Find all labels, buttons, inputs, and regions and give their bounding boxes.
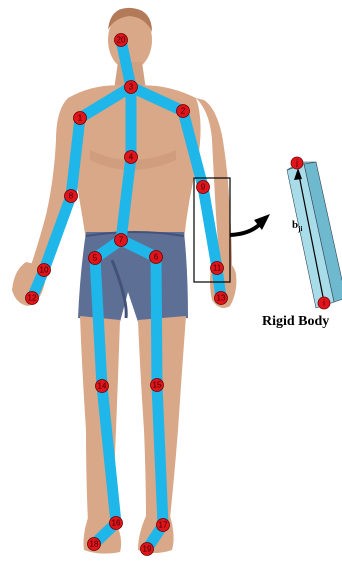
- joint-11-label: 11: [213, 264, 222, 273]
- joint-1-label: 1: [78, 114, 83, 123]
- joint-6-label: 6: [154, 253, 159, 262]
- joint-15-label: 15: [153, 381, 162, 390]
- callout-arrow: [230, 224, 260, 235]
- joint-10-label: 10: [40, 266, 49, 275]
- joint-3-label: 3: [129, 83, 134, 92]
- joint-2-label: 2: [181, 107, 186, 116]
- joint-17-label: 17: [159, 521, 168, 530]
- joint-12-label: 12: [28, 294, 37, 303]
- joint-13-label: 13: [217, 294, 226, 303]
- joint-7-label: 7: [119, 236, 124, 245]
- segment-label-subscript: ji: [297, 225, 302, 233]
- rigid-body-caption: Rigid Body: [262, 314, 342, 330]
- bone-5-14: [95, 258, 102, 386]
- joint-16-label: 16: [112, 519, 121, 528]
- joint-19-label: 19: [143, 545, 152, 554]
- rigid-body-illustration: j i bji: [287, 157, 342, 309]
- joint-4-label: 4: [129, 153, 134, 162]
- joint-9-label: 9: [201, 183, 206, 192]
- joint-18-label: 18: [90, 540, 99, 549]
- joint-20-label: 20: [117, 36, 126, 45]
- joint-5-label: 5: [93, 254, 98, 263]
- joint-14-label: 14: [98, 382, 107, 391]
- bone-9-11: [203, 187, 217, 268]
- joint-8-label: 8: [69, 192, 74, 201]
- bone-15-17: [157, 385, 163, 525]
- rigid-joint-top-label: j: [295, 159, 298, 168]
- rigid-joint-bottom-label: i: [323, 299, 325, 308]
- bone-6-15: [156, 257, 157, 385]
